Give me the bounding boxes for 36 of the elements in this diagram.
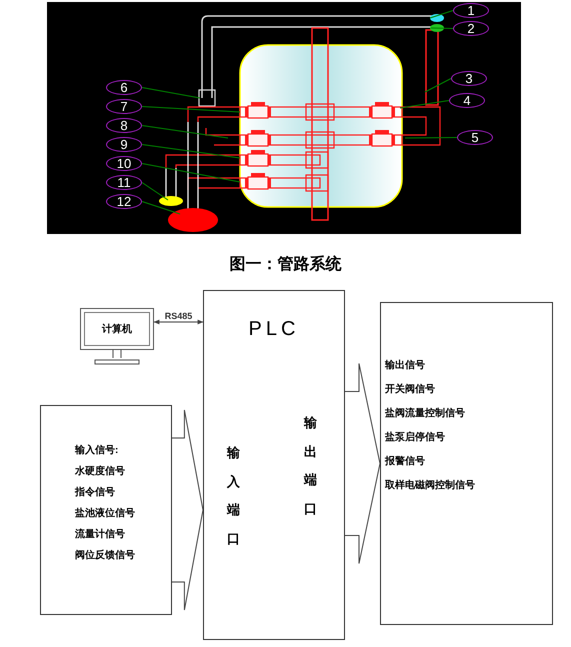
leader-line: [142, 201, 180, 214]
leader-line: [142, 182, 168, 200]
leader-line: [404, 137, 458, 138]
signal-label: 指令信号: [75, 488, 116, 498]
signal-label: 取样电磁阀控制信号: [385, 481, 475, 491]
figure-caption: 图一：管路系统: [228, 253, 342, 275]
output-port-label: 输出端口: [304, 414, 317, 518]
leader-line: [424, 78, 452, 92]
leader-line: [142, 125, 228, 138]
plc-title: PLC: [248, 319, 300, 339]
signal-label: 报警信号: [385, 457, 426, 467]
signal-label: 盐池液位信号: [75, 509, 135, 519]
block-arrow: [344, 363, 381, 564]
leader-line: [400, 100, 450, 108]
leader-line: [430, 10, 454, 18]
connector-arrow: [153, 320, 204, 324]
leader-line: [142, 144, 240, 158]
block-arrow: [172, 410, 204, 610]
signal-label: 盐阀流量控制信号: [385, 409, 466, 419]
signal-label: 输入信号:: [75, 446, 120, 456]
input-port-label: 输入端口: [227, 444, 240, 548]
computer-label: 计算机: [102, 322, 132, 336]
signal-label: 输出信号: [385, 361, 426, 371]
plc-box: [203, 290, 345, 640]
signal-label: 流量计信号: [75, 530, 126, 540]
signal-label: 阀位反馈信号: [75, 551, 135, 561]
leader-line: [142, 106, 240, 112]
leader-line: [142, 163, 240, 182]
input-signal-box: [40, 405, 172, 615]
leader-line: [430, 28, 454, 29]
output-signal-box: [380, 302, 553, 625]
signal-label: 水硬度信号: [75, 467, 126, 477]
signal-label: 盐泵启停信号: [385, 433, 446, 443]
edge-label: RS485: [164, 312, 194, 321]
signal-label: 开关阀信号: [385, 385, 436, 395]
leader-line: [142, 87, 200, 98]
